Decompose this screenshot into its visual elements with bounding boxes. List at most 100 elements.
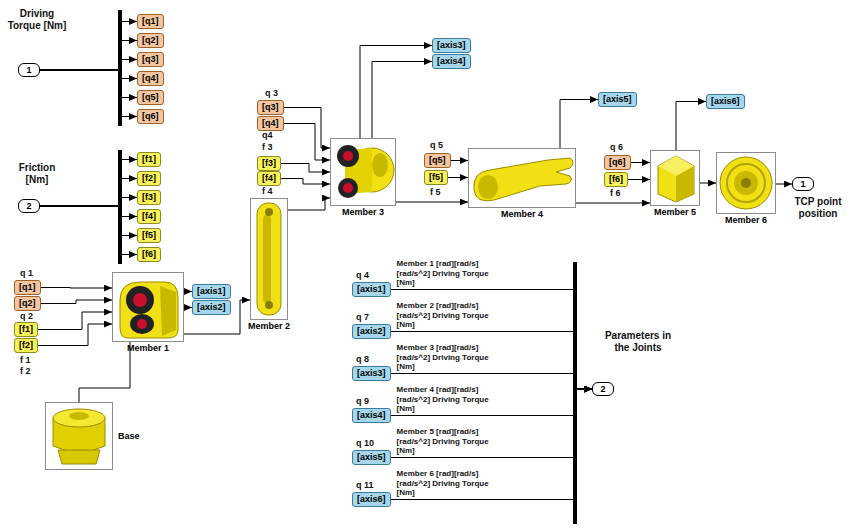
- member2-model-part: [257, 203, 281, 315]
- signal-tag: [axis5]: [352, 450, 391, 465]
- signal-tag: [f1]: [137, 152, 161, 167]
- signal-tag: [f6]: [604, 172, 628, 187]
- signal-line: [448, 177, 468, 178]
- signal-label: Member 5 [rad][rad/s][rad/s^2] Driving T…: [397, 427, 509, 456]
- signal-tag: [axis5]: [598, 92, 637, 107]
- signal-tag: [f2]: [137, 171, 161, 186]
- member4-model: [474, 158, 573, 201]
- tag-text: 1: [26, 65, 31, 75]
- body-block: Base: [45, 402, 113, 470]
- block-name: Member 5: [654, 207, 696, 217]
- signal-line: [628, 179, 650, 180]
- annotation-label: q 7: [356, 312, 369, 323]
- tag-text: [q4]: [262, 118, 279, 128]
- block-name: Member 2: [248, 321, 290, 331]
- signal-tag: [f2]: [14, 338, 38, 353]
- member3-model-part: [343, 183, 353, 193]
- tag-text: [f3]: [142, 192, 156, 202]
- block-name: Base: [118, 431, 140, 441]
- signal-line: [79, 342, 130, 402]
- member2-model-part: [265, 208, 273, 216]
- base-model-part: [69, 412, 89, 420]
- annotation-label: f 2: [20, 366, 31, 377]
- signal-line: [184, 291, 192, 292]
- tag-text: [f3]: [262, 158, 276, 168]
- tag-text: [f2]: [142, 173, 156, 183]
- port-block: 1: [792, 177, 814, 191]
- body-block: Member 5: [650, 150, 700, 206]
- tag-text: [q6]: [609, 157, 626, 167]
- tag-text: [q2]: [142, 35, 159, 45]
- member3-model-part: [337, 145, 359, 167]
- annotation-label: Friction [Nm]: [6, 162, 68, 186]
- member1-model-part: [120, 282, 178, 338]
- tag-text: [axis1]: [357, 284, 386, 294]
- signal-tag: [axis1]: [352, 282, 391, 297]
- member1-model-part: [133, 293, 147, 307]
- bus-bars: [118, 10, 577, 524]
- annotation-label: f 4: [262, 186, 273, 197]
- signal-line: [41, 287, 113, 289]
- annotation-label: q4: [262, 130, 273, 141]
- annotation-label: f 1: [20, 355, 31, 366]
- annotation-label: q 1: [20, 268, 33, 279]
- signal-tag: [axis3]: [352, 366, 391, 381]
- signal-line: [40, 70, 137, 79]
- tag-text: [q5]: [142, 92, 159, 102]
- signal-line: [40, 179, 137, 207]
- member1-model-part: [160, 286, 176, 336]
- signal-line: [391, 332, 592, 390]
- signal-tag: [f3]: [137, 190, 161, 205]
- signal-tag: [q1]: [14, 280, 41, 295]
- body-block: Member 4: [468, 148, 576, 208]
- tag-text: [f5]: [429, 172, 443, 182]
- member4-model-part: [474, 158, 573, 201]
- port-block: 1: [18, 63, 40, 77]
- signal-line: [360, 46, 432, 139]
- tag-text: 1: [800, 179, 805, 189]
- member6-model-part: [727, 164, 765, 202]
- signal-line: [38, 312, 112, 330]
- signal-tag: [q5]: [137, 90, 164, 105]
- signal-line: [40, 70, 137, 98]
- signal-line: [451, 160, 469, 161]
- signal-tag: [axis3]: [432, 38, 471, 53]
- member2-model-part: [265, 301, 273, 309]
- signal-tag: [f3]: [257, 156, 281, 171]
- tag-text: [axis3]: [437, 40, 466, 50]
- signal-tag: [q4]: [137, 71, 164, 86]
- member1-model: [120, 282, 178, 338]
- signal-tag: [f5]: [424, 170, 448, 185]
- tag-text: [axis2]: [197, 302, 226, 312]
- annotation-label: f 6: [610, 188, 621, 199]
- annotation-label: q 2: [20, 311, 33, 322]
- block-name: Member 3: [342, 207, 384, 217]
- member6-model-part: [741, 178, 751, 188]
- signal-line: [40, 206, 137, 255]
- tag-text: [f5]: [142, 230, 156, 240]
- signal-tag: [q2]: [137, 33, 164, 48]
- annotation-label: q 4: [356, 270, 369, 281]
- annotation-label: q 6: [610, 142, 623, 153]
- block-name: Member 6: [725, 215, 767, 225]
- signal-tag: [axis4]: [352, 408, 391, 423]
- member3-model-part: [372, 153, 388, 177]
- signal-tag: [f4]: [257, 171, 281, 186]
- signal-label: Member 4 [rad][rad/s][rad/s^2] Driving T…: [397, 385, 509, 414]
- signal-line: [40, 206, 137, 217]
- tag-text: [f4]: [262, 173, 276, 183]
- signal-tag: [q4]: [257, 116, 284, 131]
- member3-model-part: [338, 178, 358, 198]
- tag-text: [f4]: [142, 211, 156, 221]
- member6-model-part: [734, 171, 758, 195]
- member5-model: [658, 156, 694, 202]
- member1-model-part: [126, 286, 154, 314]
- annotation-label: q 10: [356, 438, 374, 449]
- signal-line: [40, 198, 137, 207]
- signal-line: [41, 300, 113, 304]
- port-block: 2: [592, 382, 614, 396]
- signal-line: [391, 290, 592, 390]
- signal-label: Member 1 [rad][rad/s][rad/s^2] Driving T…: [397, 259, 509, 288]
- tag-text: [axis6]: [711, 96, 740, 106]
- signal-tag: [axis2]: [352, 324, 391, 339]
